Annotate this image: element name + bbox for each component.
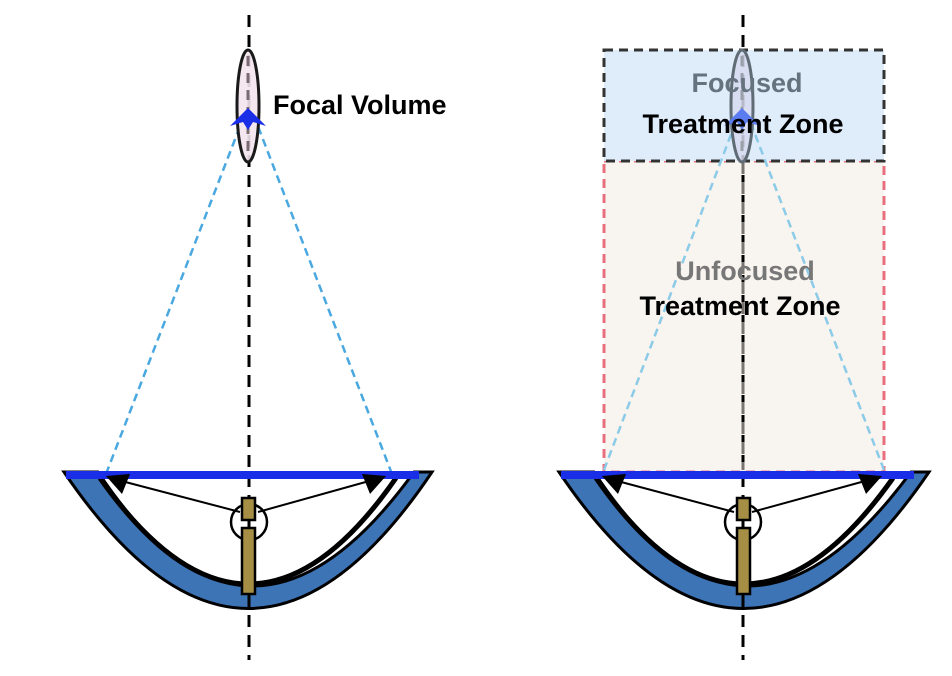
rod-upper <box>735 496 752 522</box>
beam-line-right <box>746 115 886 471</box>
focal-volume-ellipse <box>729 48 755 164</box>
beam-line-right <box>252 115 394 475</box>
arrowhead-left-icon <box>602 474 626 494</box>
focal-point-arrow-icon <box>724 108 760 130</box>
unfocused-zone-label-line1: Unfocused <box>675 256 815 286</box>
arrowhead-right-icon <box>858 474 882 494</box>
rod-lower <box>735 526 752 596</box>
steer-arrow-left <box>605 477 735 513</box>
focal-point-arrow-icon <box>230 108 266 130</box>
beam-line-left <box>602 115 740 471</box>
focal-volume-ellipse <box>235 48 261 164</box>
focused-zone-label-line2: Treatment Zone <box>642 109 843 139</box>
aperture-bar <box>561 471 914 479</box>
arrowhead-right-icon <box>362 474 386 494</box>
rod-lower <box>240 526 257 596</box>
aperture-bar <box>66 471 419 479</box>
focal-volume-label: Focal Volume <box>273 90 447 120</box>
beam-line-left <box>104 115 246 475</box>
steer-arrow-right <box>751 477 877 513</box>
focused-zone-label-line1: Focused <box>691 68 802 98</box>
steer-arrow-left <box>108 475 241 513</box>
steer-arrow-right <box>257 477 381 513</box>
arrowhead-left-icon <box>106 474 130 494</box>
left-panel: Focal Volume <box>61 15 447 660</box>
unfocused-zone-label-line2: Treatment Zone <box>639 291 840 321</box>
right-panel: Focused Treatment Zone Unfocused Treatme… <box>556 15 932 660</box>
rod-upper <box>240 496 257 522</box>
